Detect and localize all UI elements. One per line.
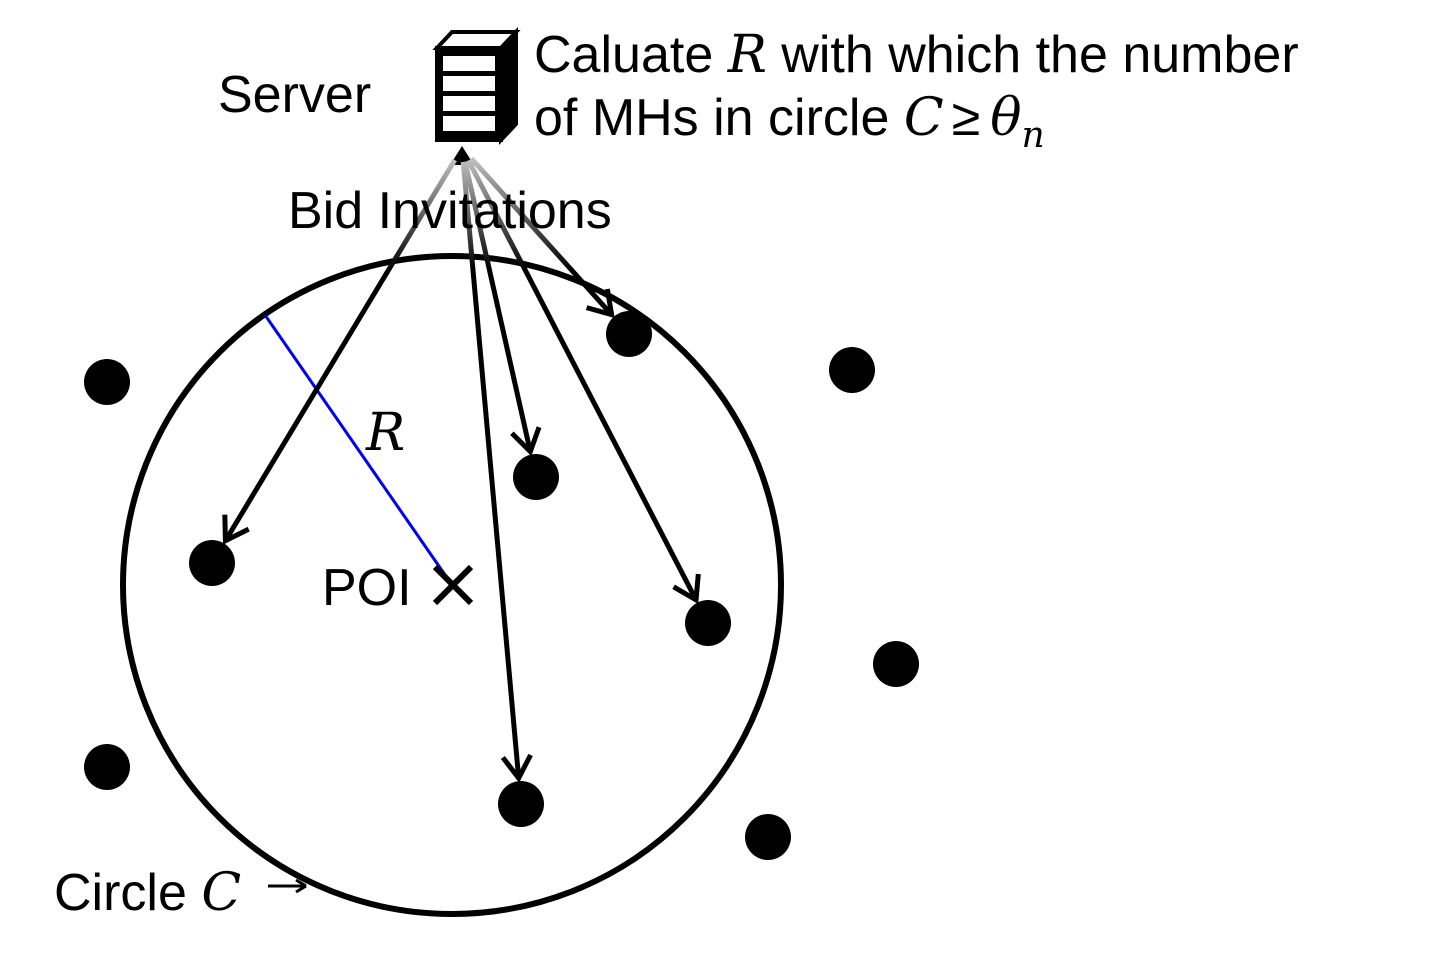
bid-arrow-1 xyxy=(223,158,457,543)
bid-invitation-arrows xyxy=(222,146,701,783)
server-icon xyxy=(432,26,521,146)
annotation-var-c: C xyxy=(904,88,944,148)
bid-arrowhead-icon xyxy=(585,288,615,319)
bid-arrowhead-icon xyxy=(672,573,701,605)
poi-marker-icon xyxy=(432,564,474,606)
circle-label-arrow-icon xyxy=(268,878,307,894)
bid-arrowhead-icon xyxy=(222,514,250,545)
server-arrowhead-icon xyxy=(450,146,474,165)
mobile-host-outside xyxy=(84,744,130,790)
annotation-line-2: of MHs in circle C≥θn xyxy=(534,88,1045,156)
mobile-host-outside xyxy=(873,641,919,687)
mobile-host-invited xyxy=(685,600,731,646)
annotation-theta: θ xyxy=(990,88,1021,148)
mobile-host-outside xyxy=(84,359,130,405)
mobile-host-invited xyxy=(189,540,235,586)
bid-arrowhead-icon xyxy=(500,753,533,783)
circle-label-prefix: Circle xyxy=(54,864,201,922)
bid-arrow-3 xyxy=(466,159,699,602)
circle-label: Circle C xyxy=(54,863,241,923)
mobile-host-invited xyxy=(606,311,652,357)
mobile-hosts xyxy=(84,311,919,860)
bid-arrow-2 xyxy=(462,161,533,453)
poi-label: POI xyxy=(322,559,412,617)
mobile-host-outside xyxy=(745,814,791,860)
mobile-host-invited xyxy=(513,454,559,500)
radius-line xyxy=(263,314,454,586)
radius-label: R xyxy=(365,403,405,463)
annotation-theta-subscript: n xyxy=(1022,115,1045,156)
bid-arrow-5 xyxy=(469,156,614,317)
bid-arrowhead-icon xyxy=(510,426,542,457)
annotation-relation: ≥ xyxy=(952,89,981,147)
mobile-host-outside xyxy=(829,347,875,393)
server-label: Server xyxy=(218,66,371,124)
mobile-host-invited xyxy=(498,781,544,827)
circle-label-var: C xyxy=(201,863,241,923)
annotation-line-1-suffix: with which the number xyxy=(767,26,1299,84)
annotation-line-1-prefix: Caluate xyxy=(534,26,728,84)
annotation-line-1: Caluate R with which the number xyxy=(534,25,1299,85)
bid-arrow-4 xyxy=(460,161,522,779)
circle-c xyxy=(120,253,784,917)
annotation-var-r: R xyxy=(727,25,767,85)
bid-invitations-label: Bid Invitations xyxy=(288,182,612,240)
annotation-line-2-prefix: of MHs in circle xyxy=(534,89,904,147)
